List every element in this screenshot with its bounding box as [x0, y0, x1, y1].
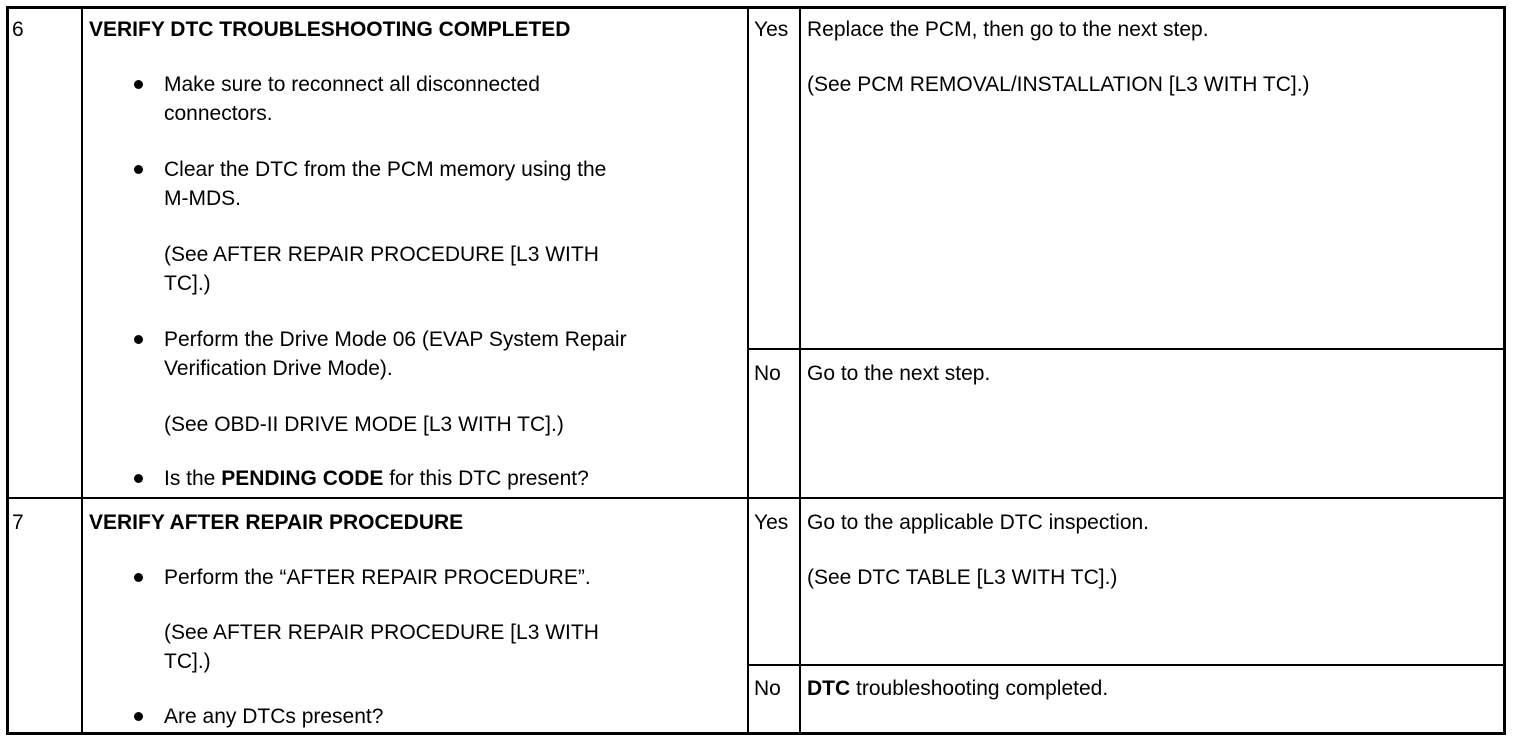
instruction-text: connectors.	[164, 102, 273, 125]
bullet-icon	[134, 165, 143, 174]
yes-reference: (See PCM REMOVAL/INSTALLATION [L3 WITH T…	[807, 73, 1310, 96]
bullet-icon	[134, 712, 143, 721]
row-divider	[6, 497, 1506, 499]
question-post: for this DTC present?	[383, 467, 589, 490]
question-text: Is the PENDING CODE for this DTC present…	[164, 464, 589, 493]
reference-text: TC].)	[164, 272, 211, 295]
yes-reference: (See DTC TABLE [L3 WITH TC].)	[807, 566, 1118, 589]
bullet-icon	[134, 573, 143, 582]
bullet-icon	[134, 80, 143, 89]
no-action: DTC troubleshooting completed.	[807, 674, 1108, 703]
troubleshooting-table	[6, 6, 1506, 735]
reference-text: TC].)	[164, 650, 211, 673]
instruction-text: Perform the “AFTER REPAIR PROCEDURE”.	[164, 566, 591, 589]
no-label: No	[754, 362, 781, 385]
column-divider	[747, 6, 749, 735]
step-number: 7	[12, 511, 24, 534]
step-title: VERIFY DTC TROUBLESHOOTING COMPLETED	[89, 18, 571, 41]
instruction-text: Verification Drive Mode).	[164, 357, 393, 380]
bullet-icon	[134, 335, 143, 344]
question-text: Are any DTCs present?	[164, 705, 384, 728]
bullet-icon	[134, 474, 143, 483]
yes-label: Yes	[754, 18, 789, 41]
column-divider	[799, 6, 801, 735]
instruction-text: Make sure to reconnect all disconnected	[164, 73, 540, 96]
result-divider	[747, 664, 1506, 666]
no-label: No	[754, 677, 781, 700]
yes-action: Replace the PCM, then go to the next ste…	[807, 18, 1209, 41]
yes-action: Go to the applicable DTC inspection.	[807, 511, 1150, 534]
step-number: 6	[12, 18, 24, 41]
instruction-text: Perform the Drive Mode 06 (EVAP System R…	[164, 328, 627, 351]
reference-text: (See AFTER REPAIR PROCEDURE [L3 WITH	[164, 621, 599, 644]
no-action-emphasis: DTC	[807, 677, 851, 700]
no-action-rest: troubleshooting completed.	[850, 677, 1109, 700]
instruction-text: Clear the DTC from the PCM memory using …	[164, 158, 607, 181]
instruction-text: M-MDS.	[164, 187, 241, 210]
yes-label: Yes	[754, 511, 789, 534]
reference-text: (See OBD-II DRIVE MODE [L3 WITH TC].)	[164, 413, 564, 436]
result-divider	[747, 348, 1506, 350]
question-emphasis: PENDING CODE	[221, 467, 384, 490]
column-divider	[81, 6, 83, 735]
step-title: VERIFY AFTER REPAIR PROCEDURE	[89, 511, 464, 534]
reference-text: (See AFTER REPAIR PROCEDURE [L3 WITH	[164, 243, 599, 266]
question-pre: Is the	[164, 467, 222, 490]
no-action: Go to the next step.	[807, 362, 991, 385]
